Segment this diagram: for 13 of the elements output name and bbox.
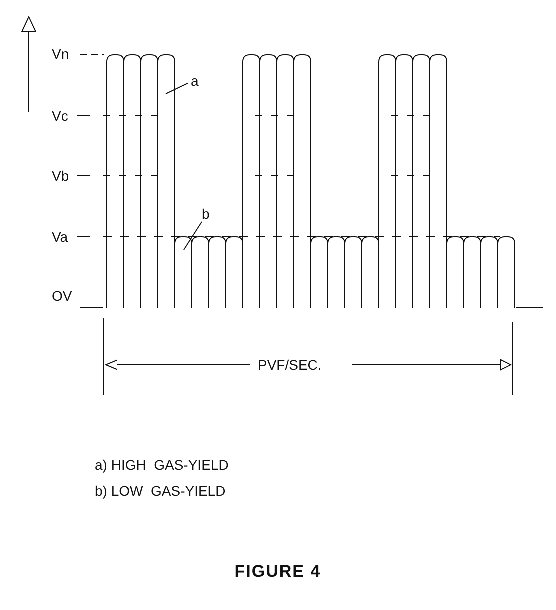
level-label: Vb — [52, 168, 70, 184]
level-label: Va — [52, 229, 68, 245]
callout-letter: b — [202, 206, 210, 222]
leader-line — [184, 222, 202, 250]
leader-line — [166, 82, 188, 94]
level-label: OV — [52, 288, 72, 304]
level-label: Vc — [52, 108, 68, 124]
figure-caption: FIGURE 4 — [234, 564, 322, 580]
legend-note: b) LOW GAS-YIELD — [95, 483, 226, 499]
dimension-label: PVF/SEC. — [258, 357, 322, 373]
callout-letter: a — [191, 73, 199, 89]
level-label: Vn — [52, 46, 70, 62]
legend-note: a) HIGH GAS-YIELD — [95, 457, 229, 473]
